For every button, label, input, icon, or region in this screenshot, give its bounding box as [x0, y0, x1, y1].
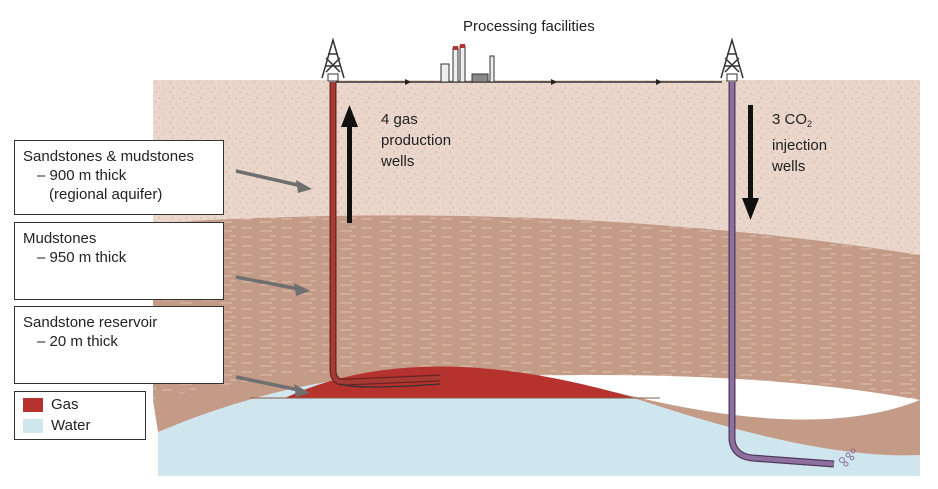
pointer-arrow-icon [235, 169, 312, 193]
layer-thickness: – 900 m thick [37, 167, 127, 184]
legend-swatch-gas [23, 398, 43, 412]
drilling-rig-icon [321, 37, 345, 82]
down-arrow-icon [742, 105, 759, 220]
layer-name: Mudstones [23, 230, 97, 247]
injection-label-line3: wells [772, 158, 806, 175]
pointer-arrow-icon [235, 275, 310, 296]
layer-box-aquifer: Sandstones & mudstones – 900 m thick (re… [14, 140, 224, 215]
injection-label: 3 CO2 injection wells [772, 109, 827, 177]
co2-subscript: 2 [807, 119, 813, 129]
legend-label-water: Water [51, 417, 91, 434]
production-label: 4 gas production wells [381, 109, 451, 172]
layer-name: Sandstones & mudstones [23, 148, 194, 165]
layer-box-mudstones: Mudstones – 950 m thick [14, 222, 224, 300]
legend-swatch-water [23, 419, 43, 433]
mudstone-layer [153, 215, 920, 400]
layer-name: Sandstone reservoir [23, 314, 158, 331]
layer-thickness: – 950 m thick [37, 249, 127, 266]
diagram-title: Processing facilities [463, 18, 595, 35]
injection-label-line1: 3 CO2 [772, 109, 827, 135]
legend: Gas Water [14, 391, 146, 440]
production-well-branch [339, 383, 441, 388]
production-label-line2: production [381, 132, 452, 149]
production-label-line1: 4 gas [381, 111, 418, 128]
processing-plant-icon [440, 44, 495, 83]
legend-label-gas: Gas [51, 396, 79, 413]
lower-rock [153, 369, 920, 456]
production-label-line3: wells [381, 153, 415, 170]
gas-cap [285, 366, 635, 398]
up-arrow-icon [341, 105, 358, 223]
drilling-rig-icon [720, 37, 744, 82]
layer-thickness: – 20 m thick [37, 333, 118, 350]
injection-label-line2: injection [772, 137, 828, 154]
layer-box-reservoir: Sandstone reservoir – 20 m thick [14, 306, 224, 384]
layer-note: (regional aquifer) [49, 186, 163, 203]
co2-bubbles [839, 448, 856, 467]
pointer-arrow-icon [235, 375, 310, 397]
injection-count: 3 CO [772, 111, 808, 128]
